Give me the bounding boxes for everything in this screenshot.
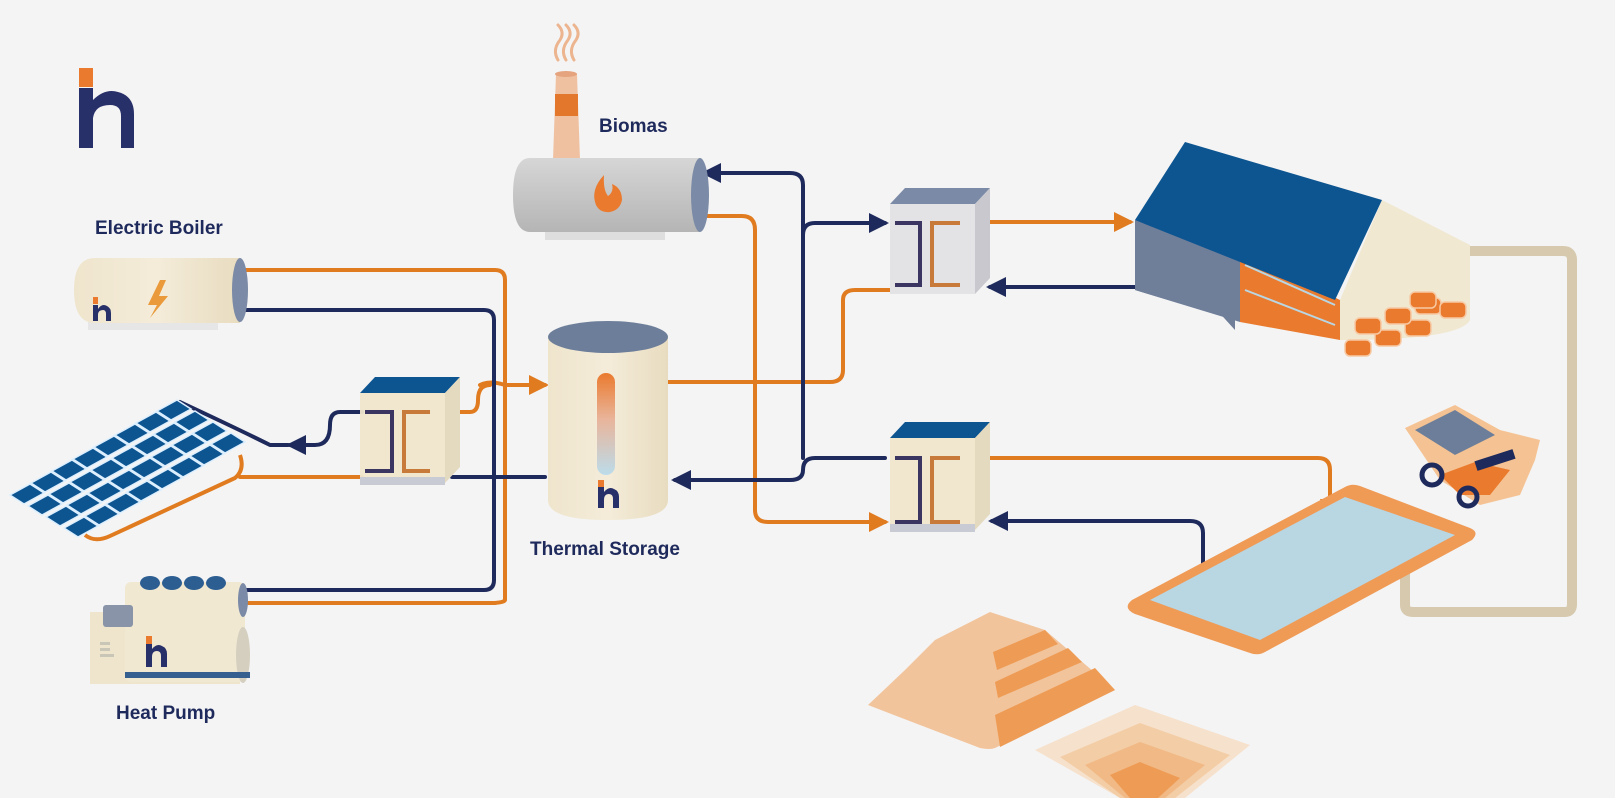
pipe-pond-to-hxpond-cold bbox=[988, 511, 1205, 592]
solar-panel-cell bbox=[50, 459, 88, 481]
solar-panel-cell bbox=[170, 433, 208, 455]
pipe-hxsolar-hot-out bbox=[450, 383, 492, 414]
conveyor-belt bbox=[1400, 246, 1577, 617]
heat-exchanger-solar bbox=[360, 377, 460, 485]
thermometer-icon bbox=[597, 373, 615, 475]
lightning-icon bbox=[148, 280, 168, 318]
pipe-hxpond-to-pond-hot bbox=[988, 456, 1340, 519]
brand-logo bbox=[79, 68, 134, 148]
leach-pond bbox=[1127, 484, 1476, 655]
pipe-hxsolar-to-solar-cold bbox=[286, 410, 364, 455]
solar-panel-cell bbox=[146, 468, 184, 490]
pipe-cold-to-hx-building bbox=[801, 213, 889, 237]
fan-icon bbox=[140, 576, 226, 590]
brand-mark bbox=[146, 636, 167, 667]
solar-panel-array bbox=[8, 399, 247, 538]
solar-panel-cell bbox=[83, 504, 121, 526]
solar-panel-cell bbox=[188, 444, 226, 466]
warehouse-shelves bbox=[1244, 264, 1336, 326]
electric-boiler bbox=[74, 258, 248, 330]
warehouse bbox=[1135, 142, 1470, 357]
pipe-boiler-cold bbox=[238, 308, 496, 592]
solar-panel-cell bbox=[110, 446, 148, 468]
solar-panel-cell bbox=[149, 445, 187, 467]
solar-panel-cell bbox=[209, 432, 247, 454]
heat-exchanger-building bbox=[890, 188, 990, 294]
solar-panel-cell bbox=[173, 410, 211, 432]
chimney bbox=[553, 74, 580, 160]
brand-mark bbox=[93, 297, 111, 321]
heat-pump bbox=[90, 576, 250, 684]
pipe-storage-to-hx-pond bbox=[753, 380, 889, 532]
haul-truck bbox=[1405, 405, 1540, 509]
solar-panel-cell bbox=[26, 494, 64, 516]
solar-panel-cell bbox=[86, 481, 124, 503]
solar-panel-cell bbox=[62, 516, 100, 538]
pipe-solar-cold-return bbox=[178, 400, 290, 447]
solar-panel-cell bbox=[71, 447, 109, 469]
node-label-heat-pump: Heat Pump bbox=[116, 703, 216, 724]
solar-panel-cell bbox=[92, 435, 130, 457]
node-label-electric-boiler: Electric Boiler bbox=[95, 218, 223, 239]
solar-hot-manifold bbox=[83, 454, 244, 542]
solar-panel-cell bbox=[89, 458, 127, 480]
ore-heap bbox=[868, 612, 1115, 749]
open-pit bbox=[1035, 705, 1250, 798]
solar-panel-cell bbox=[47, 482, 85, 504]
solar-panel-cell bbox=[68, 470, 106, 492]
solar-panel-cell bbox=[104, 492, 142, 514]
node-label-biomass: Biomas bbox=[599, 116, 668, 137]
solar-panel-cell bbox=[152, 422, 190, 444]
solar-panel-cell bbox=[113, 423, 151, 445]
wheel bbox=[1419, 462, 1445, 488]
solar-panel-cell bbox=[8, 483, 46, 505]
heat-exchanger-pond bbox=[890, 422, 990, 532]
pipe-biomass-hot bbox=[698, 214, 757, 384]
bales bbox=[1344, 291, 1467, 357]
warehouse-roof bbox=[1135, 142, 1382, 300]
solar-panel-cell bbox=[155, 399, 193, 421]
thermal-storage-tank bbox=[548, 321, 668, 520]
pipe-boiler-hot bbox=[238, 268, 507, 605]
solar-panel-cell bbox=[107, 469, 145, 491]
solar-panel-cell bbox=[131, 434, 169, 456]
smoke-icon bbox=[553, 23, 580, 62]
solar-panel-cell bbox=[125, 480, 163, 502]
pipe-cold-main bbox=[671, 456, 887, 490]
solar-panel-cell bbox=[134, 411, 172, 433]
biomass-boiler bbox=[513, 23, 709, 240]
solar-panel-cell bbox=[128, 457, 166, 479]
pipes bbox=[178, 163, 1340, 605]
control-panel bbox=[100, 642, 114, 657]
flame-icon bbox=[594, 175, 622, 213]
pipe-storage-hot-out bbox=[666, 288, 892, 384]
solar-panel-cell bbox=[29, 471, 67, 493]
solar-panel-cell bbox=[65, 493, 103, 515]
node-label-thermal-storage: Thermal Storage bbox=[530, 539, 680, 560]
solar-panel-cell bbox=[191, 421, 229, 443]
solar-panel-cell bbox=[44, 505, 82, 527]
solar-panel-cell bbox=[167, 456, 205, 478]
wheel bbox=[1456, 485, 1480, 509]
brand-mark bbox=[598, 480, 619, 508]
pipe-cold-to-biomass bbox=[701, 163, 805, 460]
